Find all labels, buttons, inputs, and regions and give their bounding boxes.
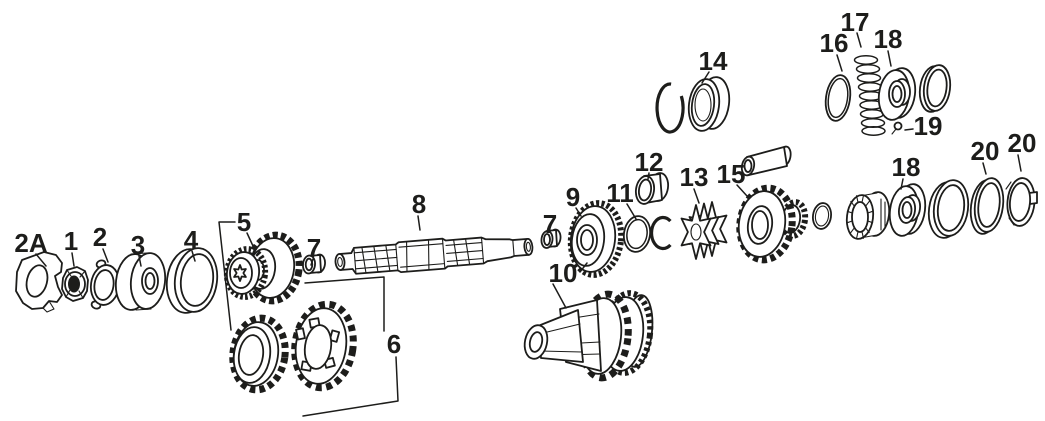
part-8-shaft [334,236,534,275]
leader-3 [138,255,142,267]
part-20-seal-washer [969,177,1005,235]
part-snap-ring [649,215,672,251]
leader-7-left [310,258,314,266]
part-16-o-ring [824,74,852,122]
part-3-bearing [114,252,167,311]
leader-6-bracket-bottom [302,356,399,417]
callout-3: 3 [131,230,145,260]
part-12-bushing [634,172,670,205]
part-7-spacer-right [540,228,562,249]
leader-19 [904,128,914,131]
leader-18-lower [900,178,904,190]
part-2-tab-washer [89,259,125,310]
leader-5 [246,232,254,247]
callout-14: 14 [699,46,728,76]
leader-20-ring [982,162,987,175]
leader-10 [552,283,567,309]
leader-5-bracket [218,221,236,331]
part-seal-ring [927,179,970,239]
part-18-thrust-washer-upper [877,67,917,121]
part-o-ring-small [812,202,832,230]
part-15-gear [736,184,809,264]
part-18-thrust-washer-lower [888,183,927,237]
part-13-shifter-clutch [680,201,728,260]
callout-2: 2 [93,222,107,252]
callout-17: 17 [841,7,870,37]
part-roller-bearing [845,191,891,240]
callout-12: 12 [635,147,664,177]
callout-leader-lines [35,32,1022,417]
callout-11: 11 [606,178,634,208]
part-20-lock-washer [1005,177,1038,227]
part-1-nut [61,266,89,302]
leader-7-right [548,234,551,240]
part-2a-lock-plate [15,251,63,313]
callout-9: 9 [566,182,580,212]
leader-6-bracket-top [304,276,385,332]
leader-13 [693,188,700,204]
leader-12 [647,172,650,180]
leader-10-tick [579,262,588,273]
leader-17 [856,32,862,48]
leader-11 [626,203,637,220]
callout-13: 13 [680,162,709,192]
callout-16: 16 [820,28,849,58]
callout-7-left: 7 [307,233,321,263]
callout-1: 1 [64,226,78,256]
leader-2a [35,253,47,267]
callout-2a: 2A [14,228,47,258]
part-19-pin [891,121,903,135]
part-10-sliding-clutch-gear [523,290,654,382]
leader-15 [736,184,748,197]
part-5-gear-cluster [223,231,303,305]
leader-16 [836,54,843,72]
callout-4: 4 [184,225,199,255]
part-9-gear [567,200,625,278]
part-15-roller-pin [740,145,792,177]
callout-18-lower: 18 [892,152,921,182]
callout-20-lockwasher: 20 [1008,128,1037,158]
leader-1 [71,252,75,267]
callout-18-upper: 18 [874,24,903,54]
callout-8: 8 [412,189,426,219]
leader-2 [102,248,109,263]
callout-19: 19 [914,111,943,141]
leader-18-upper [887,50,892,67]
leader-9 [575,207,582,217]
part-11-washer [622,215,652,253]
callout-7-right: 7 [543,209,557,239]
leader-20-lockwasher [1017,154,1022,172]
part-6-gear-set [229,300,357,394]
part-4-race-ring [165,247,219,314]
callout-15: 15 [717,159,746,189]
callout-labels: 2A 1 2 3 4 5 6 7 8 7 9 10 11 12 13 14 15… [14,7,1036,359]
part-14-retaining-ring-and-collar [655,76,731,134]
callout-5: 5 [237,207,251,237]
leader-14 [701,71,710,84]
callout-20-ring: 20 [971,136,1000,166]
callout-10: 10 [549,258,578,288]
leader-4 [191,250,196,262]
leader-8 [417,215,421,231]
part-seal-ring-upper [918,64,952,113]
callout-6: 6 [387,329,401,359]
